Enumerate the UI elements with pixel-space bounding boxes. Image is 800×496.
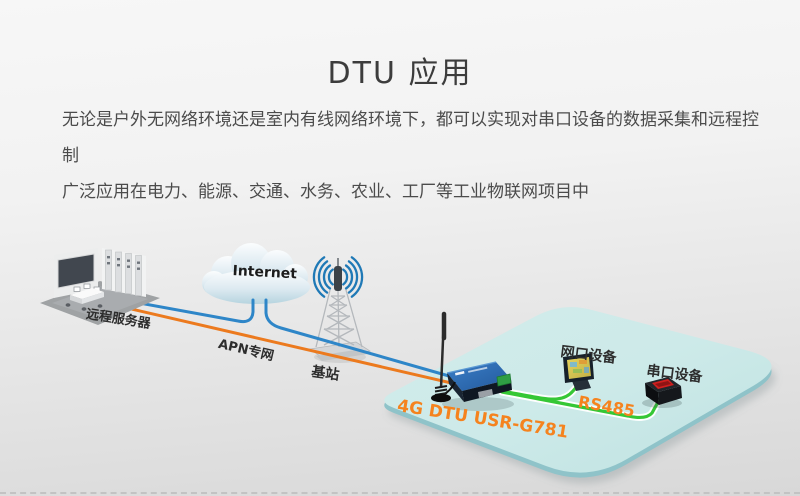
base-station-label: 基站	[310, 363, 341, 384]
description-text: 无论是户外无网络环境还是室内有线网络环境下，都可以实现对串口设备的数据采集和远程…	[62, 102, 772, 210]
internet-label: Internet	[232, 263, 298, 283]
serial-device-icon	[642, 377, 682, 408]
radio-waves-icon	[312, 256, 364, 298]
page-title: DTU 应用	[327, 56, 473, 91]
description-line-1: 无论是户外无网络环境还是室内有线网络环境下，都可以实现对串口设备的数据采集和远程…	[62, 110, 759, 166]
rs485-link-line	[498, 379, 662, 421]
dtu-device-icon	[431, 311, 514, 411]
antenna-icon	[431, 311, 456, 403]
cloud-icon	[202, 243, 310, 304]
server-room-icon	[40, 248, 160, 325]
bottom-dashed-border	[0, 492, 800, 494]
monitor-icon	[563, 353, 594, 391]
apn-link-line	[112, 303, 462, 387]
cell-tower-icon	[308, 256, 372, 363]
description-line-2: 广泛应用在电力、能源、交通、水务、农业、工厂等工业物联网项目中	[62, 182, 589, 202]
internet-link-line	[110, 296, 458, 380]
